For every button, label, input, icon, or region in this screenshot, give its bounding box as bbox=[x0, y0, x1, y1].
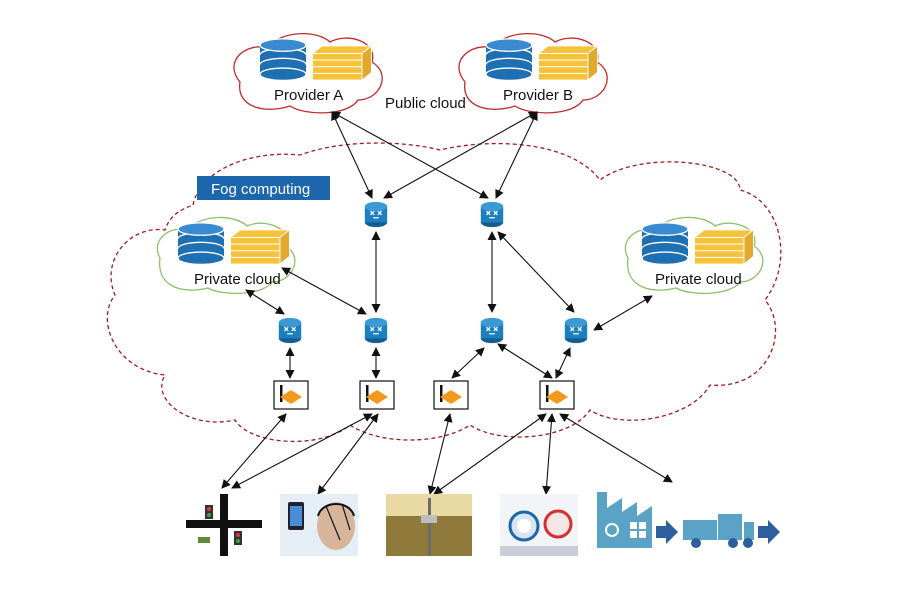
link bbox=[495, 111, 538, 199]
link bbox=[593, 295, 653, 331]
router-icon bbox=[364, 317, 388, 344]
router-icon bbox=[564, 317, 588, 344]
provider-b-label: Provider B bbox=[503, 87, 573, 104]
link bbox=[427, 413, 453, 495]
link bbox=[555, 347, 571, 379]
link bbox=[497, 343, 553, 379]
router-icon bbox=[480, 317, 504, 344]
arrow-icon bbox=[656, 520, 678, 544]
link bbox=[383, 111, 538, 199]
link bbox=[451, 347, 485, 379]
link bbox=[281, 267, 367, 315]
network-links bbox=[221, 111, 673, 495]
private-cloud-left-label: Private cloud bbox=[194, 271, 281, 288]
gateway-icon bbox=[359, 380, 395, 410]
database-server-icon bbox=[641, 222, 689, 266]
database-server-icon bbox=[259, 38, 307, 82]
storage-stack-icon bbox=[538, 45, 598, 81]
factory-icon bbox=[597, 492, 652, 548]
link bbox=[433, 413, 547, 495]
gateway-icon bbox=[433, 380, 469, 410]
public-cloud-label: Public cloud bbox=[385, 95, 466, 112]
storage-stack-icon bbox=[230, 229, 290, 265]
link bbox=[317, 413, 379, 495]
provider-a-label: Provider A bbox=[274, 87, 343, 104]
router-icon bbox=[364, 201, 388, 228]
fog-computing-label: Fog computing bbox=[211, 181, 310, 198]
wearable-eeg-image bbox=[280, 494, 358, 556]
storage-stack-icon bbox=[312, 45, 372, 81]
link bbox=[559, 413, 673, 483]
arrow-icon bbox=[758, 520, 780, 544]
water-meter-image bbox=[500, 494, 578, 556]
link bbox=[231, 413, 373, 489]
link bbox=[497, 231, 575, 313]
truck-icon bbox=[683, 514, 754, 548]
router-icon bbox=[480, 201, 504, 228]
link bbox=[331, 111, 489, 199]
traffic-intersection-image bbox=[186, 494, 262, 556]
database-server-icon bbox=[485, 38, 533, 82]
fog-computing-badge: Fog computing bbox=[197, 176, 330, 200]
private-cloud-right-label: Private cloud bbox=[655, 271, 742, 288]
link bbox=[542, 413, 556, 495]
gateway-icon bbox=[273, 380, 309, 410]
router-icon bbox=[278, 317, 302, 344]
database-server-icon bbox=[177, 222, 225, 266]
gateway-icon bbox=[539, 380, 575, 410]
link bbox=[245, 289, 285, 315]
field-sensor-image bbox=[386, 494, 472, 556]
link bbox=[331, 111, 373, 199]
storage-stack-icon bbox=[694, 229, 754, 265]
